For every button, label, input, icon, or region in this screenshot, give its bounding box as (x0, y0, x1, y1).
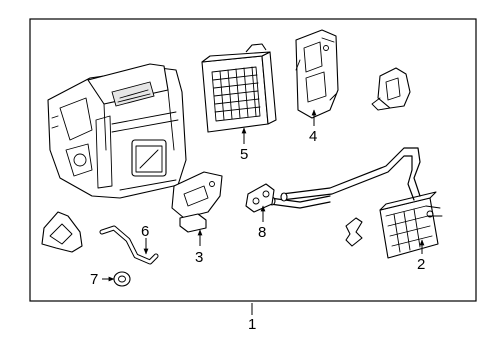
leader-lines (102, 109, 425, 315)
duct-clip (371, 67, 411, 111)
heater-case (47, 63, 187, 199)
callout-8: 8 (258, 224, 266, 241)
callout-3: 3 (195, 249, 203, 266)
assembly-frame (29, 18, 477, 302)
seal-ring (113, 271, 131, 287)
callout-5: 5 (240, 146, 248, 163)
bracket (41, 211, 83, 253)
drain-hose (99, 225, 159, 265)
grommet (245, 183, 275, 213)
callout-6: 6 (141, 223, 149, 240)
air-filter (201, 43, 277, 133)
heater-pipes (268, 147, 421, 209)
callout-1: 1 (248, 316, 256, 333)
pipe-clip (345, 217, 363, 247)
callout-2: 2 (417, 256, 425, 273)
callout-7: 7 (90, 271, 98, 288)
heater-core (379, 191, 443, 259)
callout-4: 4 (309, 128, 317, 145)
air-duct (295, 29, 339, 119)
actuator (171, 171, 223, 233)
